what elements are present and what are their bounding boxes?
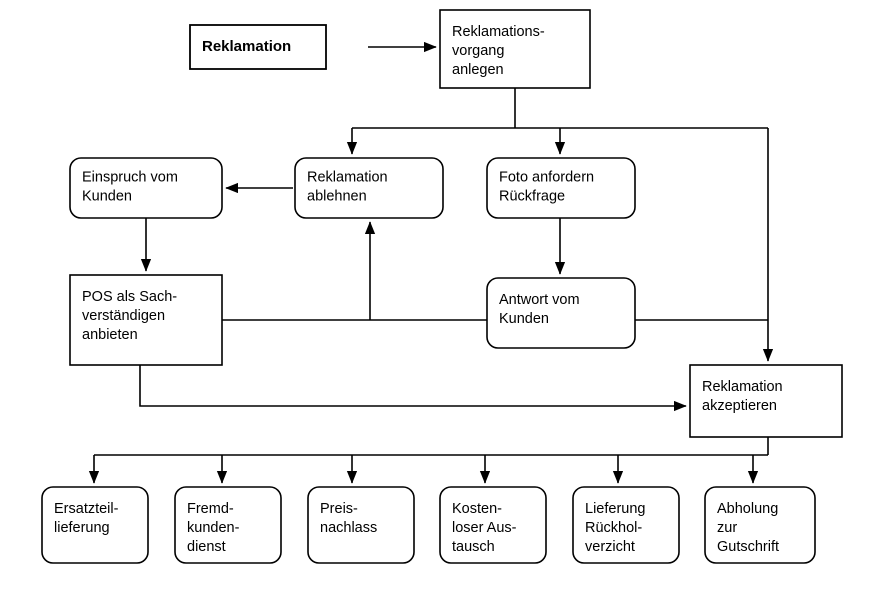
node-box-reklamation-akzeptieren xyxy=(689,364,843,438)
node-label-lieferung-rueckholverzicht: Rückhol- xyxy=(585,520,642,536)
connector-pos-down-to-akzeptieren xyxy=(139,365,687,412)
node-label-reklamation-akzeptieren: akzeptieren xyxy=(702,398,777,414)
node-label-reklamationsvorgang-anlegen: Reklamations- xyxy=(452,24,545,40)
node-label-preisnachlass: Preis- xyxy=(320,501,358,517)
node-preisnachlass[interactable]: Preis-nachlass xyxy=(307,486,415,564)
node-label-pos-als-sachverstaendigen-anbieten: POS als Sach- xyxy=(82,289,177,305)
node-label-reklamation-ablehnen: Reklamation xyxy=(307,169,388,185)
node-label-kostenloser-austausch: Kosten- xyxy=(452,501,502,517)
node-reklamation[interactable]: Reklamation xyxy=(189,24,327,70)
node-pos-als-sachverstaendigen-anbieten[interactable]: POS als Sach-verständigen anbieten xyxy=(69,274,223,366)
node-box-abholung-zur-gutschrift xyxy=(704,486,816,564)
node-box-fremdkundendienst xyxy=(174,486,282,564)
node-label-lieferung-rueckholverzicht: Lieferung xyxy=(585,501,645,517)
node-box-kostenloser-austausch xyxy=(439,486,547,564)
node-label-ersatzteillieferung: lieferung xyxy=(54,520,110,536)
node-box-ersatzteillieferung xyxy=(41,486,149,564)
node-label-reklamation: Reklamation xyxy=(202,38,291,55)
node-reklamation-akzeptieren[interactable]: Reklamation akzeptieren xyxy=(689,364,843,438)
node-box-antwort-vom-kunden xyxy=(486,277,636,349)
node-label-abholung-zur-gutschrift: Abholung xyxy=(717,501,778,517)
node-label-antwort-vom-kunden: Kunden xyxy=(499,311,549,327)
node-label-abholung-zur-gutschrift: zur xyxy=(717,520,737,536)
node-box-reklamationsvorgang-anlegen xyxy=(439,9,591,89)
node-label-pos-als-sachverstaendigen-anbieten: anbieten xyxy=(82,327,138,343)
node-label-pos-als-sachverstaendigen-anbieten: verständigen xyxy=(82,308,165,324)
node-label-foto-anfordern-rueckfrage: Foto anfordern xyxy=(499,169,594,185)
node-label-kostenloser-austausch: tausch xyxy=(452,539,495,555)
node-label-fremdkundendienst: dienst xyxy=(187,539,226,555)
node-label-reklamation-ablehnen: ablehnen xyxy=(307,188,367,204)
node-kostenloser-austausch[interactable]: Kosten-loser Aus-tausch xyxy=(439,486,547,564)
node-label-foto-anfordern-rueckfrage: Rückfrage xyxy=(499,188,565,204)
node-box-foto-anfordern-rueckfrage xyxy=(486,157,636,219)
node-box-lieferung-rueckholverzicht xyxy=(572,486,680,564)
node-reklamation-ablehnen[interactable]: Reklamation ablehnen xyxy=(294,157,444,219)
node-fremdkundendienst[interactable]: Fremd-kunden-dienst xyxy=(174,486,282,564)
node-label-fremdkundendienst: Fremd- xyxy=(187,501,234,517)
node-box-reklamation xyxy=(189,24,327,70)
node-reklamationsvorgang-anlegen[interactable]: Reklamations-vorgang anlegen xyxy=(439,9,591,89)
node-label-reklamationsvorgang-anlegen: anlegen xyxy=(452,62,504,78)
node-label-ersatzteillieferung: Ersatzteil- xyxy=(54,501,119,517)
node-label-abholung-zur-gutschrift: Gutschrift xyxy=(717,539,779,555)
node-label-kostenloser-austausch: loser Aus- xyxy=(452,520,517,536)
node-layer: Reklamation Reklamations-vorgang anlegenEi… xyxy=(41,9,843,564)
node-box-einspruch-vom-kunden xyxy=(69,157,223,219)
node-ersatzteillieferung[interactable]: Ersatzteil-lieferung xyxy=(41,486,149,564)
node-label-preisnachlass: nachlass xyxy=(320,520,377,536)
node-label-antwort-vom-kunden: Antwort vom xyxy=(499,292,580,308)
node-label-reklamationsvorgang-anlegen: vorgang xyxy=(452,43,504,59)
node-label-einspruch-vom-kunden: Kunden xyxy=(82,188,132,204)
node-box-preisnachlass xyxy=(307,486,415,564)
node-box-reklamation-ablehnen xyxy=(294,157,444,219)
node-box-pos-als-sachverstaendigen-anbieten xyxy=(69,274,223,366)
node-label-lieferung-rueckholverzicht: verzicht xyxy=(585,539,635,555)
node-label-fremdkundendienst: kunden- xyxy=(187,520,240,536)
node-label-reklamation-akzeptieren: Reklamation xyxy=(702,379,783,395)
node-label-einspruch-vom-kunden: Einspruch vom xyxy=(82,169,178,185)
